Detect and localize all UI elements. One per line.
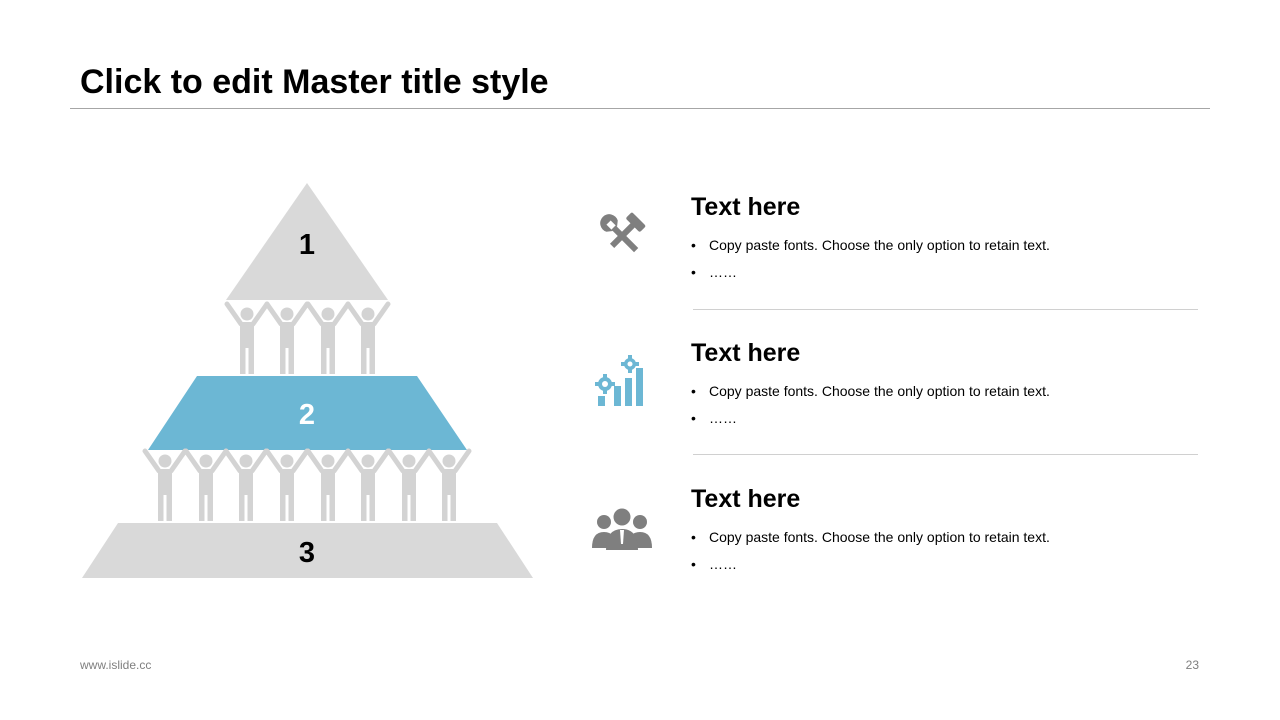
- people-row-top: [227, 304, 388, 374]
- item-1-bullet-2[interactable]: ……: [691, 259, 1050, 286]
- item-3-bullets: Copy paste fonts. Choose the only option…: [691, 524, 1050, 578]
- pyramid-level-1-label: 1: [299, 229, 315, 261]
- pyramid-level-1-shape[interactable]: [226, 183, 388, 300]
- separator-2: [693, 454, 1198, 455]
- item-2-heading[interactable]: Text here: [691, 339, 801, 367]
- team-icon: [592, 508, 652, 550]
- title-underline: [70, 108, 1210, 109]
- item-2-bullet-2[interactable]: ……: [691, 405, 1050, 432]
- item-3-bullet-1[interactable]: Copy paste fonts. Choose the only option…: [691, 524, 1050, 551]
- separator-1: [693, 309, 1198, 310]
- item-2-bullet-1[interactable]: Copy paste fonts. Choose the only option…: [691, 378, 1050, 405]
- item-2-bullets: Copy paste fonts. Choose the only option…: [691, 378, 1050, 432]
- pyramid-level-2-shape[interactable]: [148, 376, 467, 450]
- tools-icon: [600, 212, 646, 253]
- people-row-middle: [145, 451, 469, 521]
- item-1-bullet-1[interactable]: Copy paste fonts. Choose the only option…: [691, 232, 1050, 259]
- slide-title[interactable]: Click to edit Master title style: [80, 63, 549, 101]
- page-number: 23: [1185, 658, 1199, 672]
- item-1-bullets: Copy paste fonts. Choose the only option…: [691, 232, 1050, 286]
- item-3-bullet-2[interactable]: ……: [691, 551, 1050, 578]
- pyramid-level-3-shape[interactable]: [82, 523, 533, 578]
- footer-url[interactable]: www.islide.cc: [80, 658, 152, 672]
- pyramid-level-3-label: 3: [299, 537, 315, 569]
- item-1-heading[interactable]: Text here: [691, 193, 801, 221]
- pyramid-level-2-label: 2: [299, 399, 315, 431]
- item-3-heading[interactable]: Text here: [691, 485, 801, 513]
- chart-gears-icon: [595, 355, 643, 406]
